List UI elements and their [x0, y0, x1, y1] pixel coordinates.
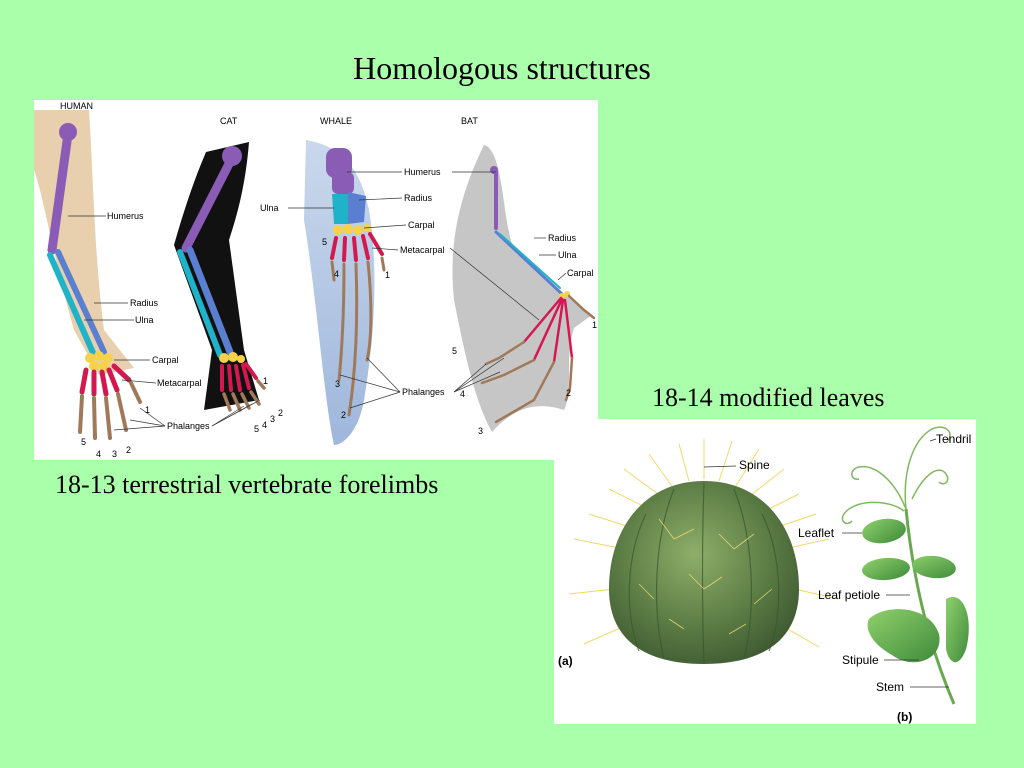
- human-metacarpals: [79, 363, 132, 397]
- bat-carpal-label: Carpal: [567, 268, 594, 278]
- leaf-petiole-label: Leaf petiole: [818, 588, 880, 602]
- human-radius-label: Radius: [130, 298, 159, 308]
- bat-digit-1: 1: [592, 320, 597, 330]
- cat-metacarpals: [220, 362, 258, 392]
- modified-leaves-diagram: Spine (a) Tendril Leaflet Leaf petiole S…: [558, 426, 971, 724]
- stipule-label: Stipule: [842, 653, 879, 667]
- forelimb-diagram: HUMAN CAT WHALE BAT: [34, 101, 597, 459]
- cactus-illustration: Spine (a): [558, 439, 840, 668]
- animal-label-human: HUMAN: [60, 101, 93, 111]
- forelimb-caption: 18-13 terrestrial vertebrate forelimbs: [55, 470, 439, 499]
- whale-phalanges-label: Phalanges: [402, 387, 445, 397]
- whale-digit-3: 3: [335, 379, 340, 389]
- cat-ulna: [177, 249, 223, 358]
- whale-humerus: [326, 148, 354, 194]
- bat-digit-2: 2: [566, 388, 571, 398]
- human-phalanges: [78, 381, 142, 440]
- whale-digit-1: 1: [385, 270, 390, 280]
- human-humerus: [47, 123, 77, 255]
- human-radius: [55, 249, 107, 355]
- stem: [904, 508, 956, 705]
- cat-digit-5: 5: [254, 424, 259, 434]
- whale-ulna-label: Ulna: [260, 203, 279, 213]
- human-ulna: [47, 252, 97, 358]
- cat-forelimb: 1 2 3 4 5: [174, 142, 283, 434]
- human-ulna-label: Ulna: [135, 315, 154, 325]
- whale-radius: [348, 192, 366, 224]
- whale-ulna: [332, 194, 348, 224]
- bat-radius-label: Radius: [548, 233, 577, 243]
- spine-label: Spine: [739, 458, 770, 472]
- panel-a-label: (a): [558, 654, 573, 668]
- bat-phalanges: [480, 294, 596, 424]
- stipule: [867, 609, 940, 663]
- tendril-label: Tendril: [936, 432, 971, 446]
- cat-digit-3: 3: [270, 414, 275, 424]
- whale-digit-4: 4: [334, 269, 339, 279]
- human-carpal-label: Carpal: [152, 355, 179, 365]
- cat-phalanges: [222, 379, 266, 412]
- panel-b-label: (b): [897, 710, 912, 724]
- human-phalanges-label: Phalanges: [167, 421, 210, 431]
- bat-digit-4: 4: [460, 389, 465, 399]
- tendrils: [841, 426, 951, 525]
- slide-title: Homologous structures: [353, 50, 651, 86]
- human-metacarpal-label: Metacarpal: [157, 378, 202, 388]
- whale-humerus-label: Humerus: [404, 167, 441, 177]
- leaflet-left: [862, 557, 910, 581]
- human-digit-2: 2: [126, 445, 131, 455]
- whale-digit-2: 2: [341, 410, 346, 420]
- human-digit-3: 3: [112, 449, 117, 459]
- human-humerus-label: Humerus: [107, 211, 144, 221]
- cat-digit-1: 1: [263, 376, 268, 386]
- bat-digit-5: 5: [452, 346, 457, 356]
- human-digit-5: 5: [81, 437, 86, 447]
- bat-metacarpals: [522, 296, 574, 364]
- human-digit-1: 1: [145, 405, 150, 415]
- modified-leaves-figure: Spine (a) Tendril Leaflet Leaf petiole S…: [554, 419, 976, 724]
- whale-radius-label: Radius: [404, 193, 433, 203]
- bat-radius: [494, 230, 564, 296]
- bat-forelimb: Radius Ulna Carpal 1 2 3 4 5: [449, 145, 597, 436]
- human-digit-4: 4: [96, 449, 101, 459]
- cat-radius: [186, 246, 234, 356]
- cat-humerus: [181, 146, 242, 253]
- animal-label-cat: CAT: [220, 116, 238, 126]
- cat-digit-4: 4: [262, 420, 267, 430]
- whale-phalanges: [330, 256, 386, 417]
- leaflet-right: [912, 555, 956, 579]
- leaflet-label: Leaflet: [798, 526, 835, 540]
- human-forelimb: Humerus Radius Ulna Carpal Metacarpal Ph…: [34, 110, 210, 459]
- forelimb-figure: HUMAN CAT WHALE BAT: [34, 100, 598, 460]
- whale-carpal-label: Carpal: [408, 220, 435, 230]
- human-carpals: [85, 351, 113, 371]
- whale-digit-5: 5: [322, 237, 327, 247]
- cat-digit-2: 2: [278, 408, 283, 418]
- pea-plant-illustration: Tendril Leaflet Leaf petiole Stipule Ste…: [798, 426, 971, 724]
- stem-label: Stem: [876, 680, 904, 694]
- whale-forelimb: Humerus Radius Carpal Metacarpal Ulna Ph…: [260, 140, 445, 445]
- cat-carpals: [219, 352, 245, 363]
- whale-metacarpal-label: Metacarpal: [400, 245, 445, 255]
- leaflet: [862, 518, 906, 544]
- bat-digit-3: 3: [478, 426, 483, 436]
- bat-ulna: [499, 233, 561, 289]
- bat-ulna-label: Ulna: [558, 250, 577, 260]
- leaves-caption: 18-14 modified leaves: [652, 383, 885, 412]
- whale-metacarpals: [330, 232, 384, 262]
- animal-label-whale: WHALE: [320, 116, 352, 126]
- animal-label-bat: BAT: [461, 116, 478, 126]
